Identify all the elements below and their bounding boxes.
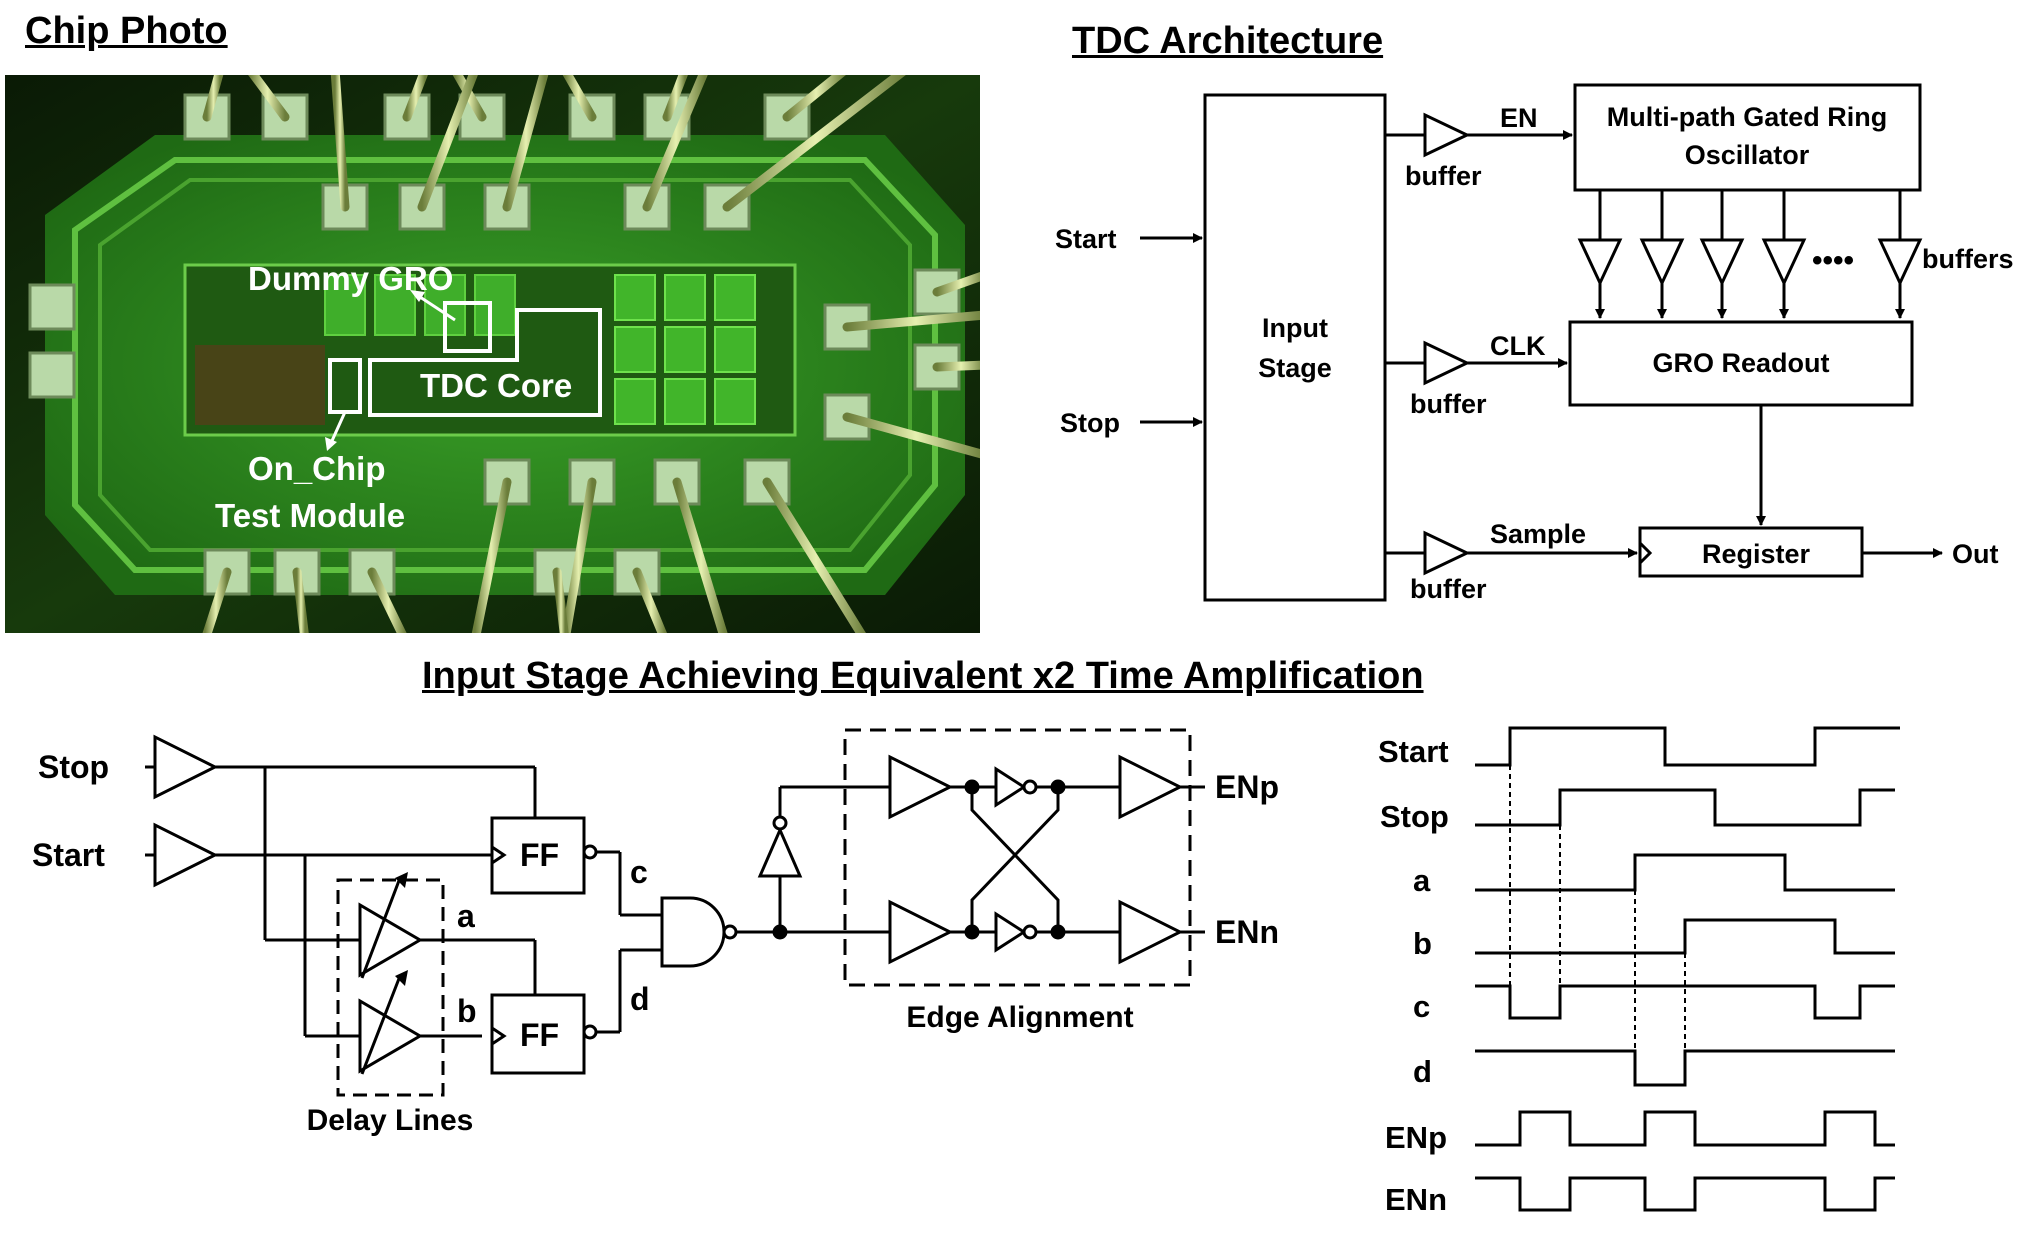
input-stage-box: [1203, 93, 1387, 602]
node-d-label: d: [630, 981, 650, 1017]
register-clock-mark: [1638, 541, 1653, 565]
cross-coupling: [970, 787, 1060, 932]
waveform-a: [1475, 853, 1895, 892]
gro-label-line1: Multi-path Gated Ring: [1607, 102, 1887, 132]
delay-line-b: [358, 998, 423, 1074]
sample-label: Sample: [1490, 519, 1586, 549]
and-gate: [660, 896, 726, 968]
en-buffer: [1423, 112, 1471, 158]
arch-start-label: Start: [1055, 224, 1117, 254]
stage-stop-label: Stop: [38, 749, 109, 785]
en-label: EN: [1500, 103, 1538, 133]
waveform-d: [1475, 1049, 1895, 1087]
enp-label: ENp: [1215, 769, 1279, 805]
waveform-stop: [1475, 788, 1895, 827]
edge-alignment-label: Edge Alignment: [906, 1001, 1133, 1034]
timing-label-a: a: [1413, 863, 1431, 898]
delay-line-a: [358, 902, 423, 978]
seal-ring-inner: [98, 178, 912, 552]
input-stage-title: Input Stage Achieving Equivalent x2 Time…: [422, 655, 1424, 697]
gro-readout-label: GRO Readout: [1652, 348, 1829, 378]
logic-area-left: [195, 345, 325, 425]
chip-photo: Dummy GRO TDC Core On_Chip Test Module: [5, 75, 980, 633]
gro-readout-box: [1568, 320, 1914, 407]
cross-inverter-top: [994, 766, 1027, 808]
chip-photo-title: Chip Photo: [25, 10, 228, 52]
ellipsis-dots: ••••: [1812, 244, 1854, 277]
delay-lines-box: [336, 878, 445, 1097]
delay-lines-label: Delay Lines: [307, 1104, 474, 1137]
dummy-gro-arrow: [416, 293, 456, 322]
tdc-core-label: TDC Core: [420, 367, 572, 404]
timing-diagram: Start Stop a b c d ENp ENn: [1378, 726, 1900, 1217]
edge-buffer-top: [888, 754, 954, 820]
clk-buffer: [1423, 340, 1471, 386]
ff-bottom: [490, 993, 586, 1075]
edge-buffer-bottom: [888, 899, 954, 965]
gro-buffers: [1577, 190, 1923, 319]
waveform-b: [1475, 918, 1895, 955]
waveform-enp: [1475, 1110, 1895, 1147]
clk-buffer-label: buffer: [1410, 389, 1487, 419]
timing-label-enn: ENn: [1385, 1182, 1447, 1217]
dummy-gro-outline: [443, 301, 492, 353]
node-a-label: a: [457, 898, 475, 934]
cross-inverter-bottom: [994, 911, 1027, 953]
timing-label-stop: Stop: [1380, 799, 1449, 834]
stage-start-label: Start: [32, 837, 105, 873]
timing-label-enp: ENp: [1385, 1120, 1447, 1155]
dummy-gro-arrowhead: [410, 290, 425, 302]
clk-label: CLK: [1490, 331, 1546, 361]
tdc-core-outline: [368, 308, 602, 417]
tdc-architecture-diagram: Start Stop Input Stage EN CLK Sample buf…: [1055, 83, 2014, 604]
en-buffer-label: buffer: [1405, 161, 1482, 191]
bond-wires: [5, 75, 980, 633]
timing-guides: [1509, 765, 1686, 1085]
output-buffer-top: [1118, 754, 1184, 820]
sample-buffer-label: buffer: [1410, 574, 1487, 604]
timing-label-c: c: [1413, 989, 1430, 1024]
input-stage-label-line1: Input: [1262, 313, 1328, 343]
start-input-buffer: [153, 822, 219, 888]
on-chip-label-line2: Test Module: [215, 497, 405, 534]
out-label: Out: [1952, 539, 1999, 569]
register-label: Register: [1702, 539, 1811, 569]
output-buffer-bottom: [1118, 899, 1184, 965]
input-stage-label-line2: Stage: [1258, 353, 1332, 383]
buffers-label: buffers: [1922, 244, 2014, 274]
ff-top-label: FF: [520, 837, 559, 873]
ff-bottom-label: FF: [520, 1017, 559, 1053]
on-chip-arrow: [329, 411, 347, 444]
waveform-enn: [1475, 1176, 1895, 1212]
tdc-architecture-title: TDC Architecture: [1072, 20, 1384, 62]
waveform-start: [1475, 726, 1900, 767]
arch-stop-label: Stop: [1060, 408, 1120, 438]
on-chip-arrowhead: [325, 437, 337, 451]
dummy-gro-label: Dummy GRO: [248, 260, 453, 297]
stop-input-buffer: [153, 734, 219, 800]
gro-box: [1573, 83, 1922, 192]
gro-label-line2: Oscillator: [1685, 140, 1810, 170]
timing-label-start: Start: [1378, 734, 1449, 769]
timing-label-d: d: [1413, 1054, 1432, 1089]
node-c-label: c: [630, 854, 648, 890]
timing-label-b: b: [1413, 926, 1432, 961]
enn-label: ENn: [1215, 914, 1279, 950]
node-b-label: b: [457, 993, 477, 1029]
ff-top: [490, 816, 586, 895]
sample-buffer: [1423, 530, 1471, 576]
on-chip-label-line1: On_Chip: [248, 450, 386, 487]
input-stage-schematic: Stop Start FF FF a b c d Delay Lines Edg…: [32, 728, 1279, 1137]
grid-block: [614, 274, 756, 425]
waveform-c: [1475, 984, 1895, 1020]
feedback-inverter: [757, 826, 803, 878]
